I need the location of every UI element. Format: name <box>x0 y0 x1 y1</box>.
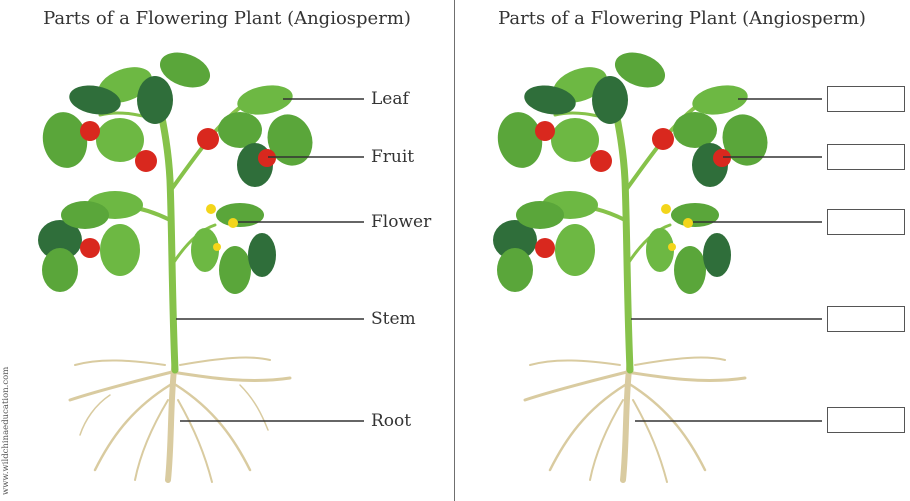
answer-box-leaf[interactable] <box>827 86 905 112</box>
answer-box-fruit[interactable] <box>827 144 905 170</box>
plant-illustration <box>38 52 364 483</box>
answer-box-flower[interactable] <box>827 209 905 235</box>
plant-illustration-blank <box>493 52 822 483</box>
label-leaf: Leaf <box>371 89 409 109</box>
label-flower: Flower <box>371 212 432 232</box>
label-root: Root <box>371 411 412 431</box>
right-title: Parts of a Flowering Plant (Angiosperm) <box>498 8 866 29</box>
left-title: Parts of a Flowering Plant (Angiosperm) <box>43 8 411 29</box>
plant-drawing-copy <box>493 52 768 483</box>
fruits <box>80 121 276 258</box>
watermark: www.wildchinaeducation.com <box>1 366 11 495</box>
leader-lines <box>176 98 364 422</box>
right-panel: Parts of a Flowering Plant (Angiosperm) <box>455 0 909 501</box>
answer-box-root[interactable] <box>827 407 905 433</box>
left-panel: Parts of a Flowering Plant (Angiosperm) <box>0 0 454 501</box>
label-fruit: Fruit <box>371 147 415 167</box>
roots <box>68 356 292 483</box>
plant-drawing <box>38 52 313 483</box>
flowers <box>206 204 238 251</box>
leaves <box>38 52 313 294</box>
leader-lines-blank <box>631 98 822 422</box>
answer-box-stem[interactable] <box>827 306 905 332</box>
label-stem: Stem <box>371 309 416 329</box>
panel-divider <box>454 0 455 501</box>
